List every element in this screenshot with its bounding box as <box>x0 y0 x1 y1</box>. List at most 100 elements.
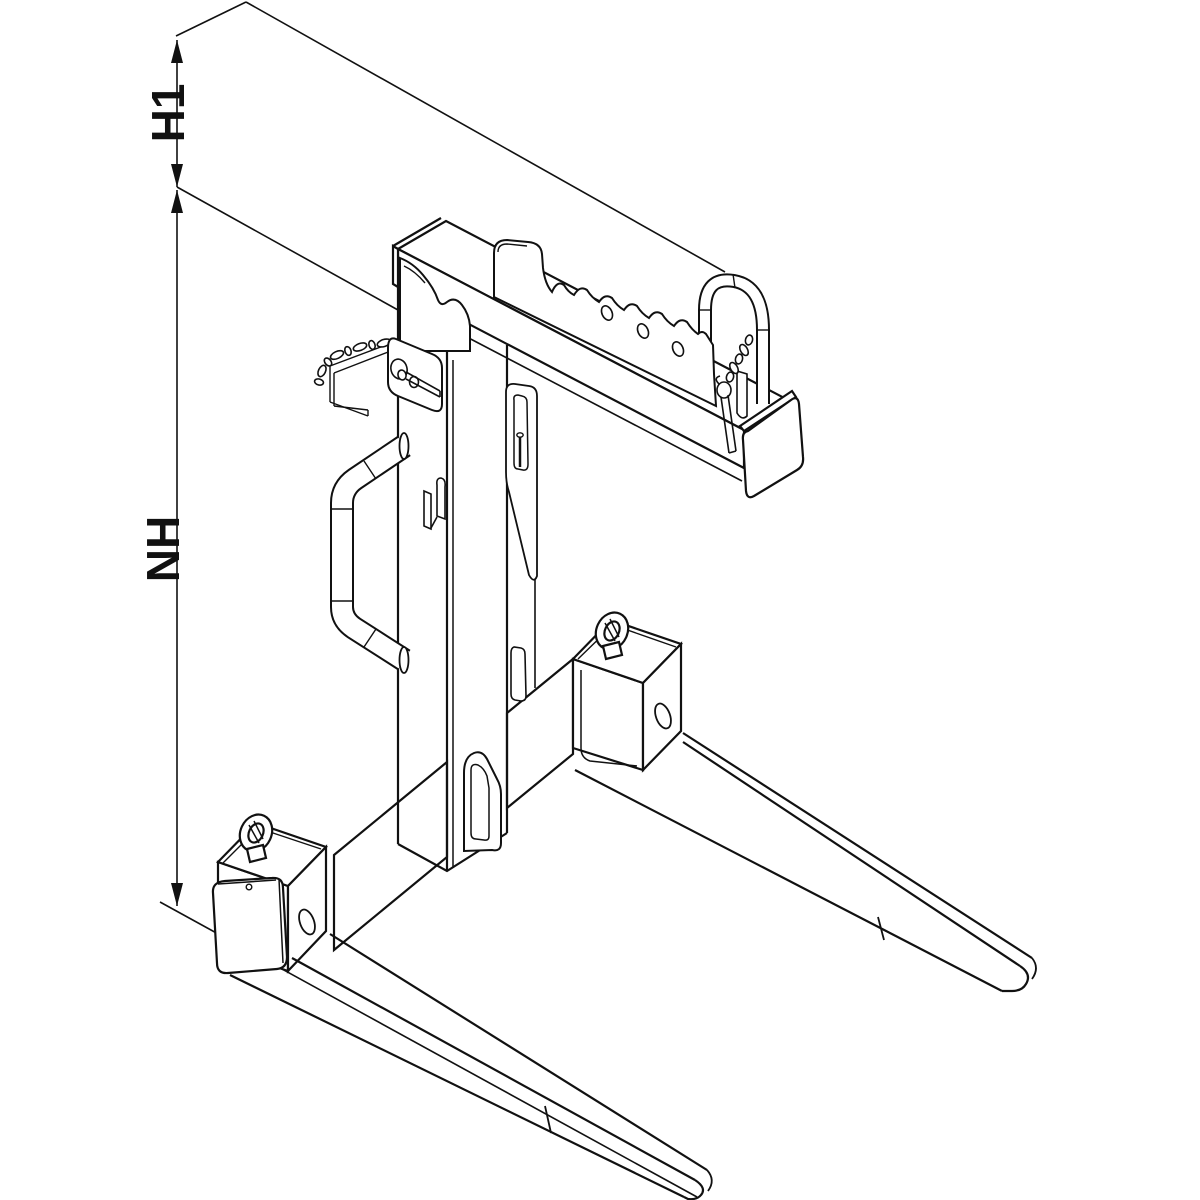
pad-edge-echo <box>278 878 284 964</box>
h1-arrow-up <box>171 40 183 63</box>
left-pin-assembly <box>313 337 443 417</box>
grab-handle <box>330 432 411 674</box>
handle-bottom-mount <box>398 646 410 674</box>
bow-shackle <box>698 273 770 404</box>
pin-ring <box>716 381 732 399</box>
right-pin-assembly <box>715 334 754 454</box>
fork-band-back-edge <box>682 732 1033 959</box>
fork-bottom-edge <box>229 974 685 1198</box>
chain-link <box>313 378 325 386</box>
pin-shaft-end <box>728 450 737 454</box>
beam-end-cap <box>738 389 805 499</box>
hook-strip-right <box>436 477 446 521</box>
bracket-notch-line <box>580 670 638 767</box>
bracket-hole <box>654 702 672 730</box>
eye-slot-line-b <box>609 618 620 638</box>
guide-plate-outline <box>399 256 471 352</box>
pin-curl <box>715 375 721 385</box>
fork-nose-back <box>1031 957 1037 980</box>
eye-collar <box>245 843 268 864</box>
guide-plate-echo <box>403 265 426 284</box>
chain-link <box>368 339 376 351</box>
latch-slot-plate <box>505 383 538 581</box>
chain-link <box>738 343 750 357</box>
nh-arrow-up <box>171 190 183 213</box>
pad-top-echo <box>217 879 277 885</box>
hook-strip-left <box>423 489 432 531</box>
chain-guard-frame <box>329 341 397 417</box>
left-fork <box>229 933 713 1200</box>
fork-nose <box>1002 965 1030 993</box>
mast-foot-gusset <box>463 751 502 853</box>
extension-line-top-b <box>245 1 726 273</box>
fork-band-back-edge <box>329 933 708 1171</box>
rail-hump-echo <box>497 243 528 253</box>
right-fork <box>574 732 1037 993</box>
rail-outline <box>493 238 718 408</box>
eye-ring-inner <box>247 822 265 844</box>
fork-taper-facet <box>877 916 885 941</box>
left-fork-bracket <box>211 813 329 975</box>
extension-line-top-a <box>175 1 247 37</box>
chain-link <box>728 361 740 375</box>
beam-left-guide-plate <box>399 256 471 352</box>
eye-collar <box>601 640 624 661</box>
linch-pin-right <box>715 375 737 454</box>
h1-arrow-down <box>171 164 183 187</box>
right-eye-bolt <box>594 611 630 661</box>
pin-shaft-a <box>720 396 730 454</box>
beam-left-cap-top <box>392 217 442 247</box>
bracket-hole <box>298 908 316 936</box>
eye-slot-line-a <box>248 824 260 844</box>
chain-link <box>323 357 333 367</box>
dimension-system <box>159 1 726 1198</box>
lower-slot <box>510 646 527 702</box>
eye-slot-line-b <box>253 820 264 840</box>
handle-tube-body <box>332 437 410 669</box>
nh-arrow-down <box>171 883 183 906</box>
pin-ring-inner <box>397 369 407 381</box>
chain-link <box>317 364 327 378</box>
bracket-right-face <box>286 844 328 974</box>
fork-bottom-edge <box>574 769 1003 992</box>
handle-bend-tick-1 <box>363 460 377 480</box>
pin-shaft-b <box>405 378 441 398</box>
frame-edge <box>333 348 397 374</box>
handle-bend-tick-4 <box>363 628 377 648</box>
pad-weld-dot <box>245 883 253 891</box>
rail-end-tab <box>736 369 748 419</box>
eye-slot-line-a <box>604 622 616 642</box>
chain-link <box>343 345 353 357</box>
pin-shaft-a <box>405 371 441 392</box>
chain-left <box>313 338 392 386</box>
latch-rod-cap <box>516 432 524 438</box>
fork-top-edge <box>682 741 1021 967</box>
bow-tick-2 <box>732 273 736 289</box>
rail-hole-3 <box>671 341 685 357</box>
right-fork-bracket <box>570 611 684 773</box>
end-cap-top-sliver <box>738 389 798 433</box>
frame-edge <box>329 401 369 417</box>
frame-edge <box>333 405 369 411</box>
fork-nose-back <box>706 1169 713 1192</box>
rail-hole-2 <box>636 323 650 339</box>
hook-link-line <box>430 516 438 529</box>
foot-gusset-slot <box>470 763 490 841</box>
serrated-rail <box>493 238 718 408</box>
left-eye-bolt <box>238 813 274 864</box>
fork-taper-facet <box>544 1105 552 1134</box>
fork-nose <box>683 1179 705 1200</box>
chain-link <box>744 334 754 346</box>
crossbar-left-segment <box>332 759 449 953</box>
chain-link <box>329 349 345 361</box>
pin-shaft-b <box>727 394 737 452</box>
eye-ring-inner <box>603 620 621 642</box>
chain-link <box>734 353 744 365</box>
beam-left-cap <box>391 244 400 289</box>
lock-plate <box>387 337 443 413</box>
rail-hole-1 <box>600 305 614 321</box>
extension-line-middle <box>176 186 399 311</box>
chain-link <box>352 342 368 352</box>
fork-top-edge <box>291 957 696 1181</box>
